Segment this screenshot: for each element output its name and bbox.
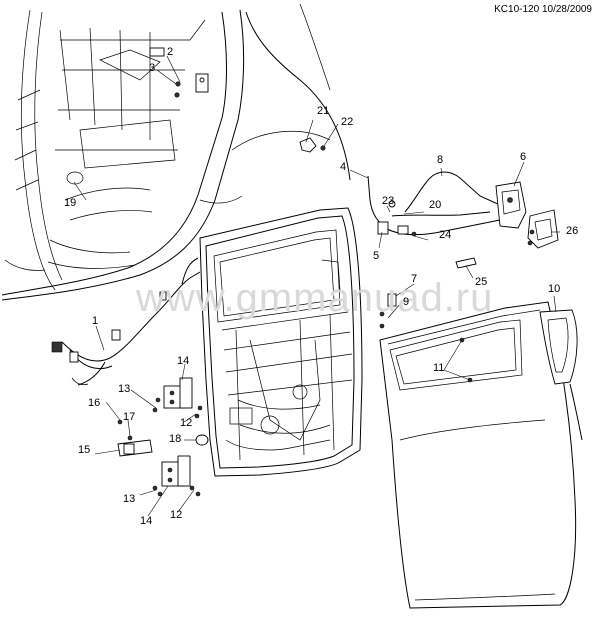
callout-19: 19 — [64, 197, 77, 209]
callout-13-lower: 13 — [123, 493, 136, 505]
lock-rods-and-cables — [367, 171, 501, 329]
upper-hinge — [152, 377, 203, 419]
callout-12-lower: 12 — [170, 509, 183, 521]
door-trim-applique — [539, 309, 583, 441]
callout-9: 9 — [403, 296, 410, 308]
callout-20: 20 — [429, 199, 442, 211]
callout-14-lower: 14 — [140, 515, 153, 527]
callout-23: 23 — [382, 195, 395, 207]
grommet — [195, 434, 209, 446]
wiring-harness — [51, 257, 201, 386]
callout-4: 4 — [340, 161, 347, 173]
callout-11: 11 — [433, 362, 445, 374]
door-inner-panel — [199, 207, 363, 477]
callout-14-upper: 14 — [177, 355, 190, 367]
callout-7: 7 — [411, 273, 418, 285]
callout-3: 3 — [149, 62, 156, 74]
callout-22: 22 — [341, 116, 354, 128]
callout-5: 5 — [373, 250, 380, 262]
callout-2: 2 — [167, 46, 174, 58]
callout-10: 10 — [548, 283, 561, 295]
callout-26: 26 — [566, 225, 579, 237]
part-21-22 — [299, 137, 326, 153]
callout-8: 8 — [437, 154, 444, 166]
callout-12-upper: 12 — [180, 417, 193, 429]
callout-13-upper: 13 — [118, 383, 131, 395]
callout-15: 15 — [78, 444, 91, 456]
lower-hinge — [152, 455, 201, 497]
vehicle-body-outline — [1, 3, 351, 301]
door-check-strap — [117, 419, 153, 457]
callout-1: 1 — [92, 315, 99, 327]
callout-16: 16 — [88, 397, 101, 409]
door-striker-parts — [149, 47, 209, 98]
watermark: www.gmmanuad.ru — [136, 276, 494, 320]
callout-leader-lines — [73, 55, 560, 517]
callout-24: 24 — [439, 229, 452, 241]
part-25 — [455, 257, 477, 269]
callout-25: 25 — [475, 276, 488, 288]
callout-17: 17 — [123, 411, 136, 423]
door-latch-assembly — [495, 181, 559, 249]
callout-21: 21 — [317, 105, 330, 117]
callout-6: 6 — [520, 151, 527, 163]
diagram-reference-code: KC10-120 10/28/2009 — [494, 4, 592, 15]
callout-18: 18 — [169, 433, 182, 445]
